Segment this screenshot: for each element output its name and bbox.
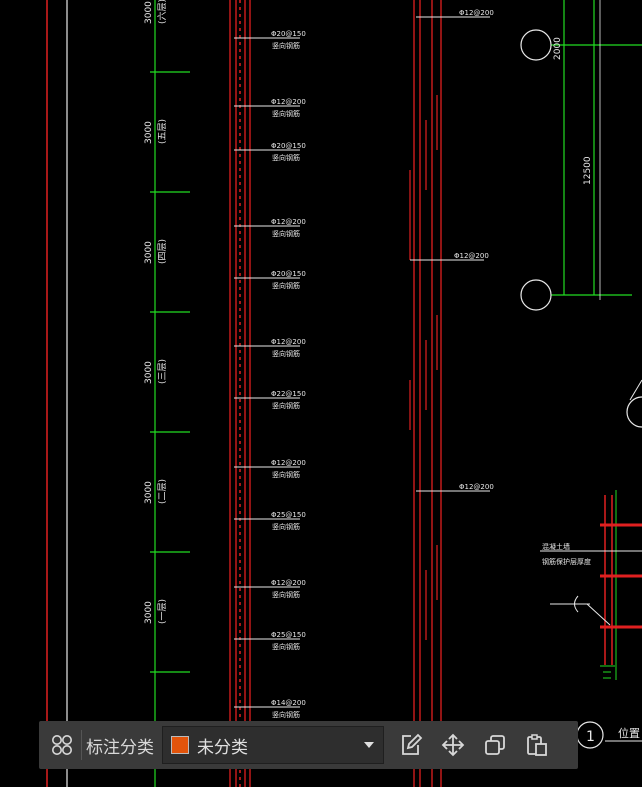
wall-section: [229, 0, 251, 787]
section-label: 位置: [618, 726, 640, 740]
wall-rebar-spec: Φ12@200: [459, 9, 494, 17]
rebar-spec: Φ25@150: [271, 511, 306, 519]
rebar-spec: Φ20@150: [271, 142, 306, 150]
floor-level-ticks: [150, 71, 190, 673]
copy-icon: [485, 735, 505, 755]
rebar-note: 竖向钢筋: [272, 522, 300, 531]
wall-callout-leaders: [410, 16, 490, 492]
floor-height-label: 3000: [144, 481, 154, 504]
rebar-note: 竖向钢筋: [272, 349, 300, 358]
edit-icon: [402, 733, 423, 755]
category-dropdown[interactable]: 未分类: [162, 726, 384, 764]
floor-height-label: 3000: [144, 241, 154, 264]
floor-labels: 3000 (六层) 3000 (五层) 3000 (四层) 3000 (三层) …: [144, 0, 168, 624]
rebar-spec: Φ12@200: [271, 338, 306, 346]
rebar-spec: Φ25@150: [271, 631, 306, 639]
toolbar-divider: [81, 730, 82, 760]
rebar-callouts: Φ20@150 竖向钢筋 Φ12@200 竖向钢筋 Φ20@150 竖向钢筋 Φ…: [271, 30, 306, 719]
rebar-spec: Φ12@200: [271, 218, 306, 226]
floor-height-label: 3000: [144, 1, 154, 24]
rebar-note: 竖向钢筋: [272, 41, 300, 50]
dimension-label: 2000: [553, 37, 563, 60]
rebar-spec: Φ20@150: [271, 30, 306, 38]
rebar-note: 竖向钢筋: [272, 710, 300, 719]
rebar-note: 竖向钢筋: [272, 109, 300, 118]
rebar-note: 竖向钢筋: [272, 470, 300, 479]
floor-tag: (二层): [157, 479, 168, 504]
edit-button[interactable]: [394, 728, 428, 762]
wall-rebar-spec: Φ12@200: [459, 483, 494, 491]
rebar-leaders: [234, 37, 300, 708]
floor-tag: (六层): [156, 0, 168, 24]
rebar-lap-marks: [409, 95, 438, 640]
rebar-spec: Φ12@200: [271, 579, 306, 587]
rebar-note: 竖向钢筋: [272, 153, 300, 162]
paste-icon: [527, 734, 547, 756]
floor-height-label: 3000: [144, 361, 154, 384]
annotation-toolbar: 标注分类 未分类: [39, 721, 578, 769]
category-value: 未分类: [197, 737, 248, 758]
joint-detail: [540, 490, 642, 680]
floor-tag: (五层): [157, 119, 168, 144]
floor-height-label: 3000: [144, 121, 154, 144]
dimension-label: 12500: [583, 156, 593, 185]
wall-rebar-spec: Φ12@200: [454, 252, 489, 260]
floor-tag: (一层): [157, 599, 168, 624]
axis-bubble: [520, 29, 552, 61]
wall-section-2: [413, 0, 442, 787]
chevron-down-icon: [364, 742, 374, 748]
axis-plan: [520, 0, 642, 428]
rebar-note: 竖向钢筋: [272, 590, 300, 599]
move-button[interactable]: [436, 728, 470, 762]
rebar-note: 竖向钢筋: [272, 401, 300, 410]
rebar-spec: Φ20@150: [271, 270, 306, 278]
floor-tag: (四层): [157, 239, 168, 264]
wall-callouts: Φ12@200 Φ12@200 Φ12@200: [454, 9, 494, 491]
grid-menu-button[interactable]: [45, 728, 79, 762]
axis-bubble: [626, 396, 642, 428]
detail-label: 混凝土墙: [542, 542, 570, 551]
paste-button[interactable]: [520, 728, 554, 762]
category-color-swatch: [171, 736, 189, 754]
rebar-spec: Φ14@200: [271, 699, 306, 707]
grid-menu-icon: [52, 735, 72, 755]
rebar-note: 竖向钢筋: [272, 229, 300, 238]
section-number: 1: [586, 729, 595, 745]
floor-height-label: 3000: [144, 601, 154, 624]
copy-button[interactable]: [478, 728, 512, 762]
floor-tag: (三层): [157, 359, 168, 384]
rebar-note: 竖向钢筋: [272, 642, 300, 651]
rebar-spec: Φ22@150: [271, 390, 306, 398]
rebar-spec: Φ12@200: [271, 98, 306, 106]
detail-note: 钢筋保护层厚度: [542, 557, 591, 566]
rebar-note: 竖向钢筋: [272, 281, 300, 290]
rebar-spec: Φ12@200: [271, 459, 306, 467]
category-label: 标注分类: [86, 737, 154, 758]
axis-bubble: [520, 279, 552, 311]
move-icon: [441, 733, 465, 757]
